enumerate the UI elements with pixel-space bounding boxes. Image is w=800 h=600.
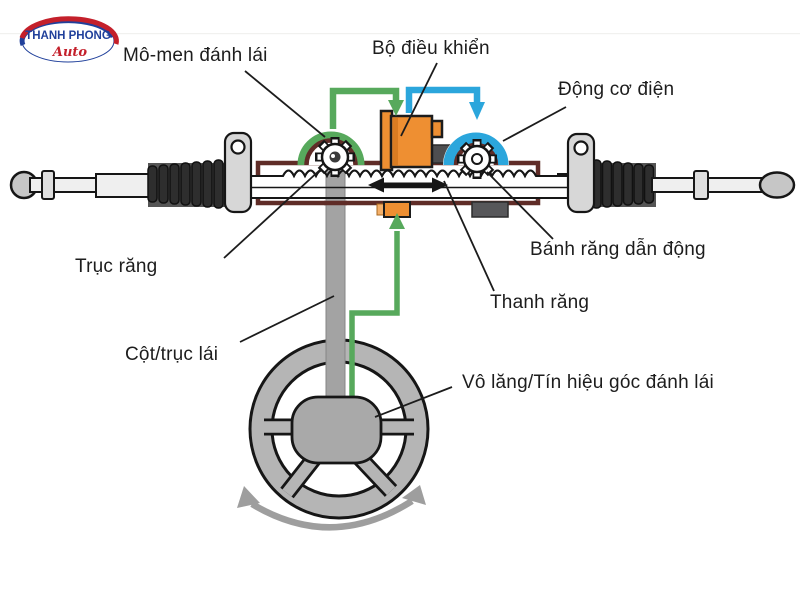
wheel-spokes <box>264 418 414 499</box>
thanh-phong-auto-logo: THANH PHONG Auto <box>12 10 124 70</box>
leader-steering-wheel <box>374 386 453 418</box>
leader-electric-motor <box>502 106 567 142</box>
rack-motion-arrow <box>368 177 448 193</box>
ecu-connector-tab <box>430 119 444 139</box>
label-pinion-shaft: Trục răng <box>75 256 158 277</box>
label-steering-torque: Mô-men đánh lái <box>123 45 268 66</box>
steering-column-shaft <box>325 157 346 403</box>
label-rack: Thanh răng <box>490 292 590 313</box>
bracket-hole-right <box>573 140 589 156</box>
label-drive-gear: Bánh răng dẫn động <box>530 239 706 260</box>
mount-bracket-right <box>566 132 596 214</box>
label-steering-wheel-signal: Vô lăng/Tín hiệu góc đánh lái <box>462 372 714 393</box>
bracket-hole-left <box>230 139 246 155</box>
tie-rod-right <box>651 170 796 200</box>
label-controller: Bộ điều khiển <box>372 38 490 59</box>
leader-pinion-shaft <box>223 168 322 259</box>
wheel-rotation-arrow <box>237 485 426 531</box>
logo-title: THANH PHONG <box>25 30 111 42</box>
leader-controller <box>400 62 438 137</box>
signal-arrow-green-top <box>329 87 404 129</box>
background-band-line <box>0 33 800 35</box>
leader-steering-column <box>239 295 335 343</box>
label-steering-column: Cột/trục lái <box>125 344 219 365</box>
leader-rack <box>443 180 495 292</box>
bellows-right <box>590 159 656 209</box>
tie-rod-left <box>9 170 153 200</box>
signal-arrow-blue <box>405 86 485 120</box>
pinion-gear <box>315 137 355 177</box>
leader-steering-torque <box>244 70 326 138</box>
steering-rack-assembly <box>9 109 796 403</box>
label-electric-motor: Động cơ điện <box>558 79 675 100</box>
motor-lower-block <box>471 201 509 218</box>
mount-bracket-left <box>223 131 253 214</box>
leader-lines <box>223 62 567 418</box>
drive-gear <box>457 139 497 179</box>
tie-rod-ball-right <box>758 171 796 199</box>
leader-drive-gear <box>486 171 554 240</box>
bellows-left <box>147 159 226 209</box>
steering-wheel-hub <box>290 395 383 465</box>
logo-red-swoosh <box>19 16 119 45</box>
signal-arrow-green-bottom <box>349 213 405 398</box>
logo-subtitle: Auto <box>51 45 88 60</box>
ecu-box <box>379 109 444 172</box>
